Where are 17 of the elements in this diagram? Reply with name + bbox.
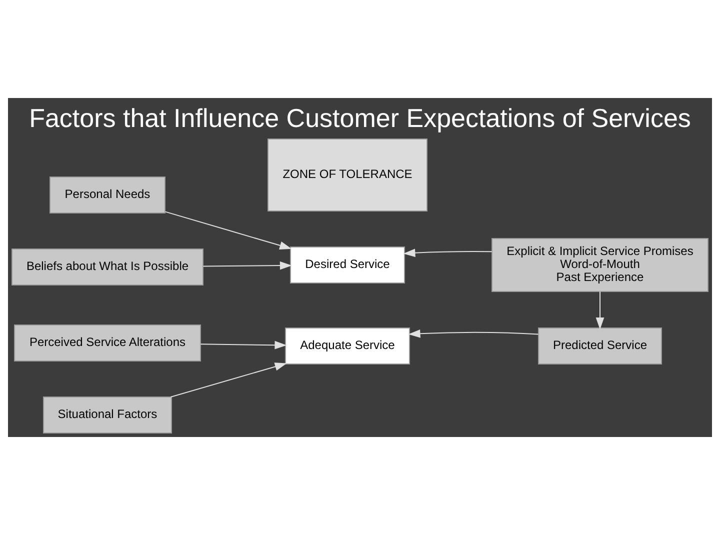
- arrow: [408, 329, 539, 338]
- node-box: Perceived Service Alterations: [14, 324, 201, 362]
- node-box: Desired Service: [290, 246, 405, 284]
- node-box: Situational Factors: [43, 396, 172, 434]
- node-box: Beliefs about What Is Possible: [12, 248, 204, 286]
- node-box: Personal Needs: [50, 176, 166, 214]
- arrow: [596, 291, 604, 330]
- arrow: [164, 211, 292, 250]
- arrow: [403, 248, 492, 258]
- node-box: ZONE OF TOLERANCE: [268, 138, 428, 212]
- arrow: [170, 362, 287, 398]
- node-box: Predicted Service: [538, 328, 662, 364]
- diagram-title: Factors that Influence Customer Expectations of Services: [29, 102, 691, 133]
- arrow: [200, 340, 287, 350]
- node-box: Explicit & Implicit Service Promises Word-of-Mouth Past Experience: [492, 238, 708, 292]
- node-box: Adequate Service: [285, 328, 410, 364]
- arrow: [202, 261, 292, 270]
